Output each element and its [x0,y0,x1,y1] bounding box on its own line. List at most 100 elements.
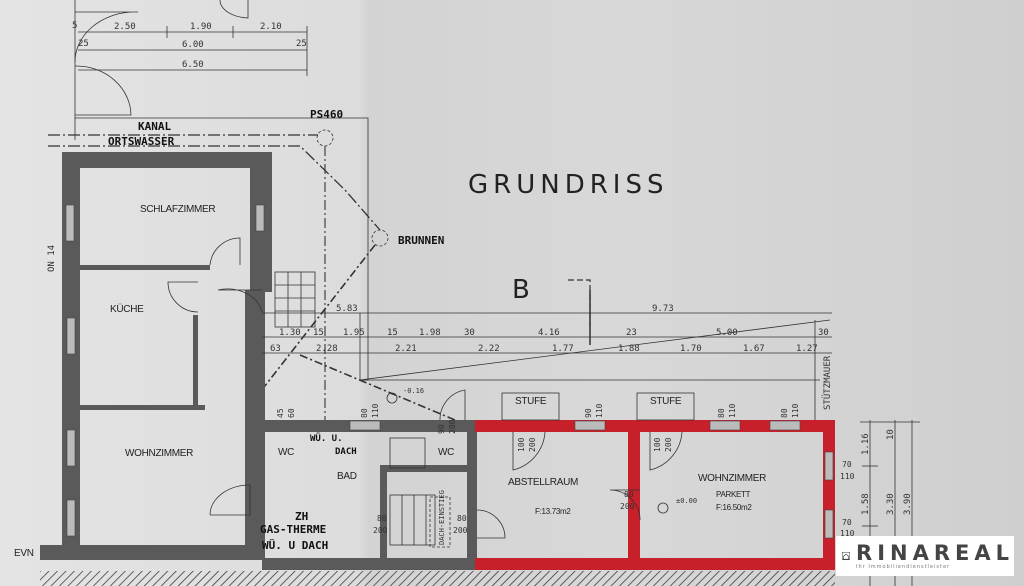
dim-label: 10 [886,429,896,440]
opening-height: 200 [528,437,537,452]
opening-width: 80 [780,408,789,418]
dim-label: 5 [72,21,77,31]
opening-width: 45 [276,408,285,418]
handwritten-note: ZH [295,510,308,523]
evn-label: EVN [14,548,34,559]
level-marker-icon [657,502,669,514]
level-marker-icon [386,392,398,404]
room-label-wohnzimmer: WOHNZIMMER [125,448,193,459]
room-label-wc: WC [438,447,454,458]
opening-height: 110 [791,403,800,418]
dim-label: 9.73 [652,304,674,314]
dim-label: 6.00 [182,40,204,50]
ortswasser-label: ORTSWASSER [108,135,175,148]
brand-logo: RINAREAL Ihr Immobiliendienstleister [836,536,1014,576]
opening-width: 80 [717,408,726,418]
dachstieg-label: DACH-EINSTIEG [438,490,446,545]
level-label: -0.16 [403,387,424,395]
dim-label: 6.50 [182,60,204,70]
staircase [274,271,316,328]
dim-label: 23 [626,328,637,338]
stufe-label: STUFE [515,396,547,407]
opening-height: 110 [840,529,855,538]
opening-height: 200 [448,419,457,434]
dim-label: 3.30 [886,493,896,515]
house-icon [842,551,851,561]
opening-width: 70 [842,460,852,469]
opening-width: 70 [842,518,852,527]
room-area: F:13.73m2 [535,507,571,516]
room-label-abstellraum: ABSTELLRAUM [508,477,578,488]
door-arc-icon [167,237,263,516]
site-utilities: KANAL ORTSWASSER PS460 BRUNNEN ON 14 EVN [14,108,456,559]
room-label-bad: BAD [337,471,357,482]
section-mark: B [512,275,530,305]
dim-label: 15 [387,328,398,338]
opening-width: 90 [437,424,446,434]
dim-label: 1.88 [618,344,640,354]
stuetzmauer-label: STÜTZMAUER [822,355,833,410]
page-title: GRUNDRISS [468,170,668,200]
room-area: F:16.50m2 [716,503,752,512]
kanal-label: KANAL [138,120,171,133]
handwritten-note: WÜ. U. [310,433,343,444]
stufe-label: STUFE [650,396,682,407]
dimension-lines: 5.83 9.73 1.30 15 1.95 15 1.98 30 4.16 2… [262,290,833,420]
dim-label: 1.90 [190,22,212,32]
section-line [568,279,591,330]
well-icon [371,229,389,247]
logo-name: RINAREAL [856,541,1014,565]
staircase [389,494,436,546]
level-label: ±0.00 [676,497,697,505]
opening-height: 200 [620,502,635,511]
dim-label: 1.58 [861,493,871,515]
opening-height: 200 [664,437,673,452]
room-floor: PARKETT [716,490,751,499]
existing-house: SCHLAFZIMMER KÜCHE WOHNZIMMER [40,152,316,560]
dim-label: 1.95 [343,328,365,338]
handwritten-note: GAS-THERME [260,523,326,536]
dim-label: 2.22 [478,344,500,354]
dim-label: 30 [464,328,475,338]
opening-height: 60 [287,408,296,418]
opening-width: 90 [584,408,593,418]
handwritten-note: DACH [335,447,357,457]
opening-height: 200 [373,526,388,535]
room-label-wohnzimmer-neu: WOHNZIMMER [698,473,766,484]
opening-height: 200 [453,526,468,535]
opening-height: 110 [371,403,380,418]
opening-height: 110 [595,403,604,418]
dim-label: 15 [313,328,324,338]
dim-label: 30 [818,328,829,338]
ground-hatching [40,571,835,586]
top-dimensions: 5 25 25 2.50 1.90 2.10 6.00 6.50 [72,0,308,140]
dim-label: 25 [78,39,89,49]
door-arc-icon [74,11,138,116]
opening-width: 100 [517,437,526,452]
opening-width: 100 [653,437,662,452]
on14-label: ON 14 [47,245,57,272]
dim-label: 3.90 [903,493,913,515]
room-label-kueche: KÜCHE [110,303,144,315]
room-label-wc: WC [278,447,294,458]
dim-label: 2.21 [395,344,417,354]
dim-label: 25 [296,39,307,49]
dim-label: 1.30 [279,328,301,338]
brunnen-label: BRUNNEN [398,234,444,247]
room-label-schlafzimmer: SCHLAFZIMMER [140,204,215,215]
dim-label: 1.70 [680,344,702,354]
opening-width: 80 [457,514,467,523]
dim-label: 1.77 [552,344,574,354]
logo-tagline: Ihr Immobiliendienstleister [856,564,951,570]
dim-label: 1.67 [743,344,765,354]
opening-height: 110 [728,403,737,418]
dim-label: 1.98 [419,328,441,338]
door-arc-icon [219,0,249,19]
dim-label: 63 [270,344,281,354]
handwritten-note: WÜ. U DACH [262,538,328,552]
dim-label: 5.00 [716,328,738,338]
dim-label: 2.50 [114,22,136,32]
